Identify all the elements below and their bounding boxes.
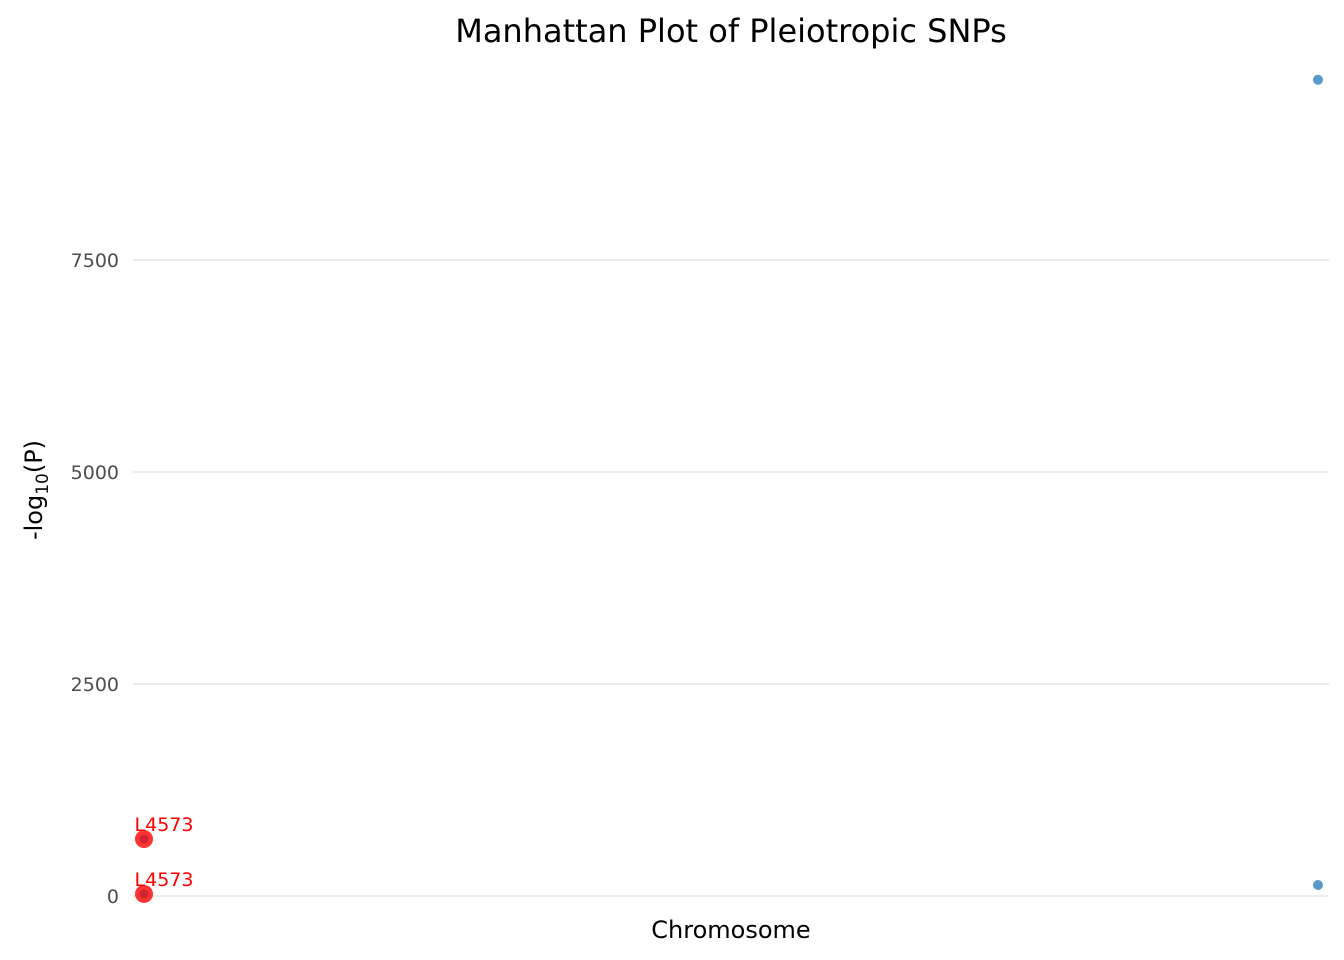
- snp-label: L4573: [135, 814, 194, 836]
- chart-title: Manhattan Plot of Pleiotropic SNPs: [455, 12, 1007, 50]
- x-axis-label: Chromosome: [651, 916, 810, 944]
- y-axis-label: -log10(P): [20, 440, 53, 540]
- snp-point: [1313, 74, 1323, 85]
- y-tick-label: 5000: [71, 462, 119, 484]
- y-tick-label: 2500: [71, 674, 119, 696]
- y-tick-label: 7500: [71, 250, 119, 272]
- point-core: [139, 889, 149, 899]
- y-tick-label: 0: [107, 886, 119, 908]
- point-core: [139, 834, 149, 844]
- snp-label: L4573: [135, 869, 194, 891]
- snp-point: [1313, 879, 1323, 890]
